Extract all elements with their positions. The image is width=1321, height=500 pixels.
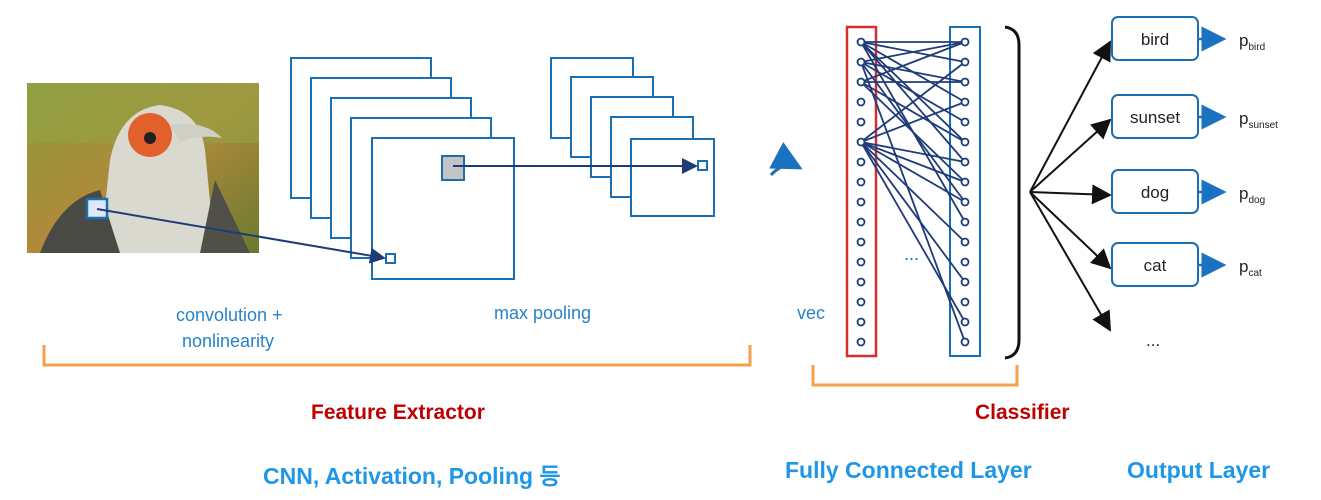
vec-node xyxy=(856,257,866,267)
fc-connection xyxy=(860,41,966,63)
vec-node xyxy=(856,57,866,67)
vec-node xyxy=(856,37,866,47)
class-arrow xyxy=(1029,118,1112,193)
fc-connection xyxy=(860,61,966,83)
hidden-node xyxy=(960,117,970,127)
conv-feature-maps xyxy=(290,57,515,280)
hidden-node xyxy=(960,317,970,327)
fc-connection xyxy=(860,61,966,343)
fc-connection xyxy=(860,81,966,143)
class-probability: psunset xyxy=(1239,109,1278,131)
hidden-node xyxy=(960,297,970,307)
class-box xyxy=(1111,169,1199,214)
receptive-field-patch xyxy=(85,197,109,220)
vec-node xyxy=(856,317,866,327)
fc-connection xyxy=(860,101,966,143)
vec-node xyxy=(856,157,866,167)
class-arrow-more xyxy=(1029,191,1112,332)
hidden-node xyxy=(960,157,970,167)
outputs-more: ... xyxy=(1146,331,1160,350)
vec-node xyxy=(856,197,866,207)
classifier-bracket xyxy=(811,365,1019,387)
fc-connection xyxy=(860,41,966,163)
fc-connection xyxy=(860,41,966,83)
hidden-node xyxy=(960,77,970,87)
vec-node xyxy=(856,237,866,247)
feature-extractor-subtitle: CNN, Activation, Pooling 등 xyxy=(263,463,561,489)
class-box xyxy=(1111,94,1199,139)
hidden-node xyxy=(960,57,970,67)
vec-node xyxy=(856,77,866,87)
conv-label-line2: nonlinearity xyxy=(182,331,275,351)
class-arrow xyxy=(1029,40,1111,193)
fc-connection xyxy=(860,141,966,183)
vec-node xyxy=(856,177,866,187)
classifier-title: Classifier xyxy=(975,401,1070,424)
input-bird-image xyxy=(27,83,259,253)
vec-label: vec xyxy=(797,303,826,323)
class-probability: pcat xyxy=(1239,257,1262,279)
hidden-ellipsis: ... xyxy=(904,244,920,264)
vec-node xyxy=(856,277,866,287)
vec-node xyxy=(856,117,866,127)
pool-window xyxy=(441,155,465,181)
pooled-feature-maps xyxy=(550,57,715,217)
flatten-arrow xyxy=(769,142,803,177)
fc-connection xyxy=(860,81,966,183)
class-label: cat xyxy=(1144,256,1167,275)
hidden-node xyxy=(960,257,970,267)
vec-node xyxy=(856,97,866,107)
class-label: bird xyxy=(1141,30,1169,49)
fc-connection xyxy=(860,61,966,123)
class-probability: pdog xyxy=(1239,184,1265,206)
output-layer-title: Output Layer xyxy=(1127,457,1271,483)
hidden-node xyxy=(960,137,970,147)
hidden-node xyxy=(960,37,970,47)
vec-node xyxy=(856,297,866,307)
vec-node xyxy=(856,217,866,227)
class-box xyxy=(1111,242,1199,287)
hidden-node xyxy=(960,237,970,247)
conv-label-line1: convolution + xyxy=(176,305,283,325)
class-arrow xyxy=(1029,191,1112,270)
hidden-node xyxy=(960,197,970,207)
fc-connection xyxy=(860,141,966,283)
hidden-node xyxy=(960,217,970,227)
hidden-node xyxy=(960,277,970,287)
vec-node xyxy=(856,337,866,347)
hidden-column xyxy=(949,26,981,357)
fc-layer-title: Fully Connected Layer xyxy=(785,457,1032,483)
hidden-node xyxy=(960,97,970,107)
fc-connection xyxy=(860,141,966,323)
conv-arrow xyxy=(96,208,386,264)
class-box xyxy=(1111,16,1199,61)
class-arrow xyxy=(1029,184,1112,205)
feature-extractor-title: Feature Extractor xyxy=(311,401,485,424)
class-label: sunset xyxy=(1130,108,1180,127)
hidden-node xyxy=(960,337,970,347)
class-label: dog xyxy=(1141,183,1169,202)
output-layer: bird pbird sunset psunset dog pdog cat pcat xyxy=(1029,16,1278,332)
class-probability: pbird xyxy=(1239,31,1265,53)
vec-column xyxy=(845,25,878,358)
fc-connection xyxy=(860,141,966,203)
hidden-node xyxy=(960,177,970,187)
pool-label: max pooling xyxy=(494,303,592,323)
fc-connection xyxy=(860,141,966,163)
vec-node xyxy=(856,137,866,147)
fully-connected-layer xyxy=(845,25,981,358)
fc-connection xyxy=(860,141,966,243)
fc-brace xyxy=(1004,25,1021,360)
feature-extractor-bracket xyxy=(42,345,752,367)
